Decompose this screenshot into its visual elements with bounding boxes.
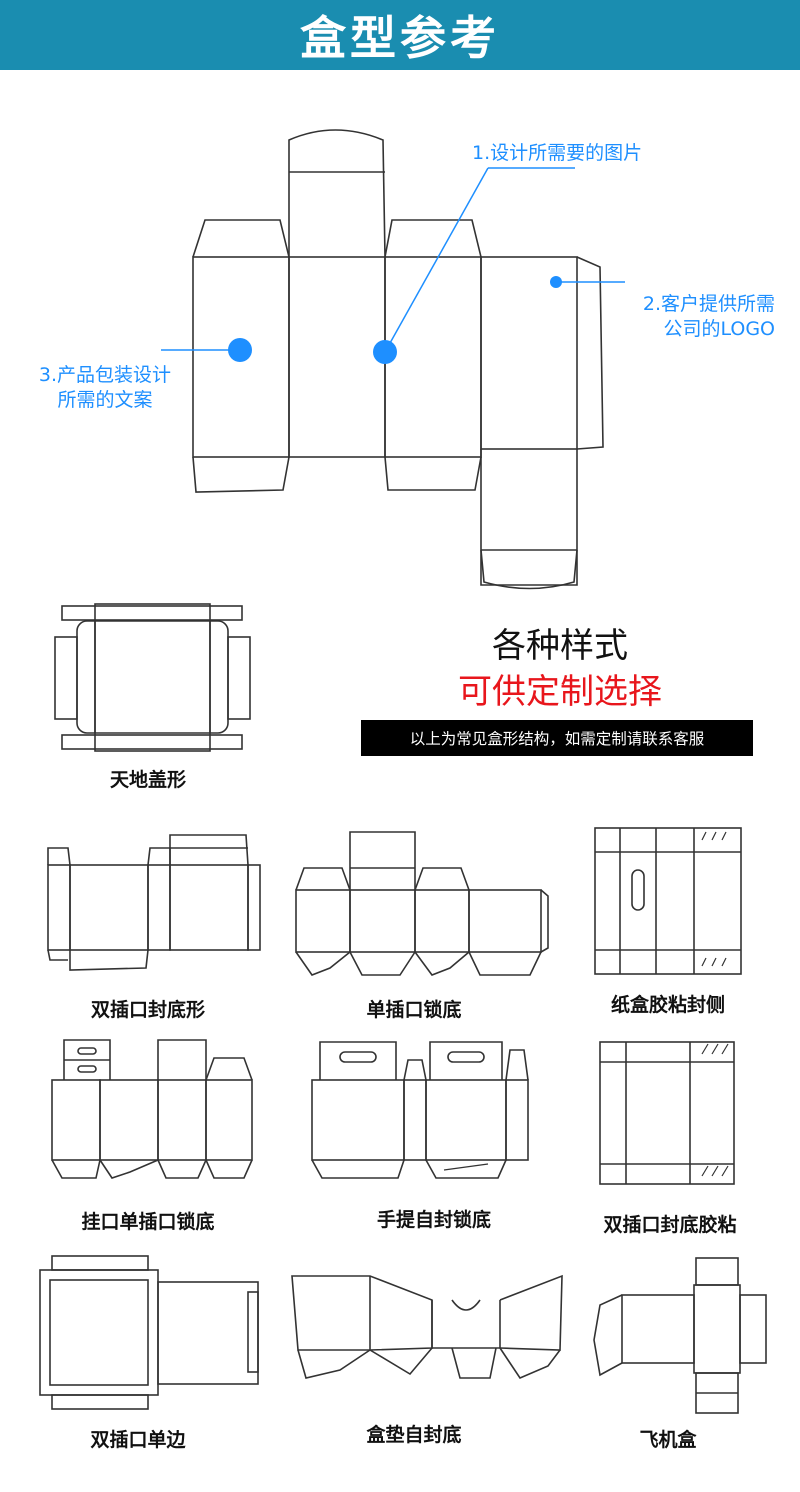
box-label-double-tuck-single-edge: 双插口单边 bbox=[90, 1429, 186, 1451]
box-double-tuck bbox=[47, 834, 261, 971]
box-single-tuck-lock bbox=[295, 831, 549, 976]
callout-copy-line2: 所需的文案 bbox=[57, 389, 153, 411]
contact-note-text: 以上为常见盒形结构，如需定制请联系客服 bbox=[409, 730, 705, 748]
callout-image: 1.设计所需要的图片 bbox=[472, 141, 642, 166]
box-label-double-tuck-glued: 双插口封底胶粘 bbox=[603, 1214, 737, 1236]
box-label-pad-self-seal: 盒垫自封底 bbox=[366, 1424, 462, 1446]
box-label-lid-base: 天地盖形 bbox=[109, 769, 186, 791]
box-label-double-tuck: 双插口封底形 bbox=[90, 999, 205, 1021]
callout-image-text: 1.设计所需要的图片 bbox=[472, 142, 643, 164]
box-hang-tab-lock bbox=[51, 1039, 253, 1179]
page-title: 盒型参考 bbox=[300, 11, 500, 65]
box-handle-lock bbox=[311, 1041, 529, 1179]
box-label-single-tuck-lock: 单插口锁底 bbox=[366, 999, 462, 1021]
box-label-hang-tab-lock: 挂口单插口锁底 bbox=[81, 1211, 215, 1233]
box-double-tuck-single-edge bbox=[39, 1255, 259, 1410]
box-label-handle-lock: 手提自封锁底 bbox=[376, 1209, 491, 1231]
callout-logo-line2: 公司的LOGO bbox=[663, 318, 775, 340]
contact-note: 以上为常见盒形结构，如需定制请联系客服 bbox=[361, 720, 753, 756]
callout-logo: 2.客户提供所需 公司的LOGO bbox=[615, 292, 775, 342]
box-glued-side bbox=[594, 827, 742, 975]
box-pad-self-seal bbox=[291, 1274, 563, 1379]
callout-logo-line1: 2.客户提供所需 bbox=[642, 293, 775, 315]
box-lid-base bbox=[54, 603, 251, 752]
variety-subtitle: 可供定制选择 bbox=[458, 672, 662, 712]
box-double-tuck-glued bbox=[599, 1041, 735, 1185]
main-dieline bbox=[161, 129, 625, 590]
variety-title: 各种样式 bbox=[492, 626, 628, 666]
box-label-glued-side: 纸盒胶粘封侧 bbox=[610, 994, 725, 1016]
box-mailer bbox=[593, 1257, 767, 1414]
box-label-mailer: 飞机盒 bbox=[639, 1429, 697, 1451]
callout-copy: 3.产品包装设计 所需的文案 bbox=[25, 363, 185, 413]
page-header: 盒型参考 bbox=[0, 0, 800, 70]
callout-copy-line1: 3.产品包装设计 bbox=[38, 364, 172, 386]
